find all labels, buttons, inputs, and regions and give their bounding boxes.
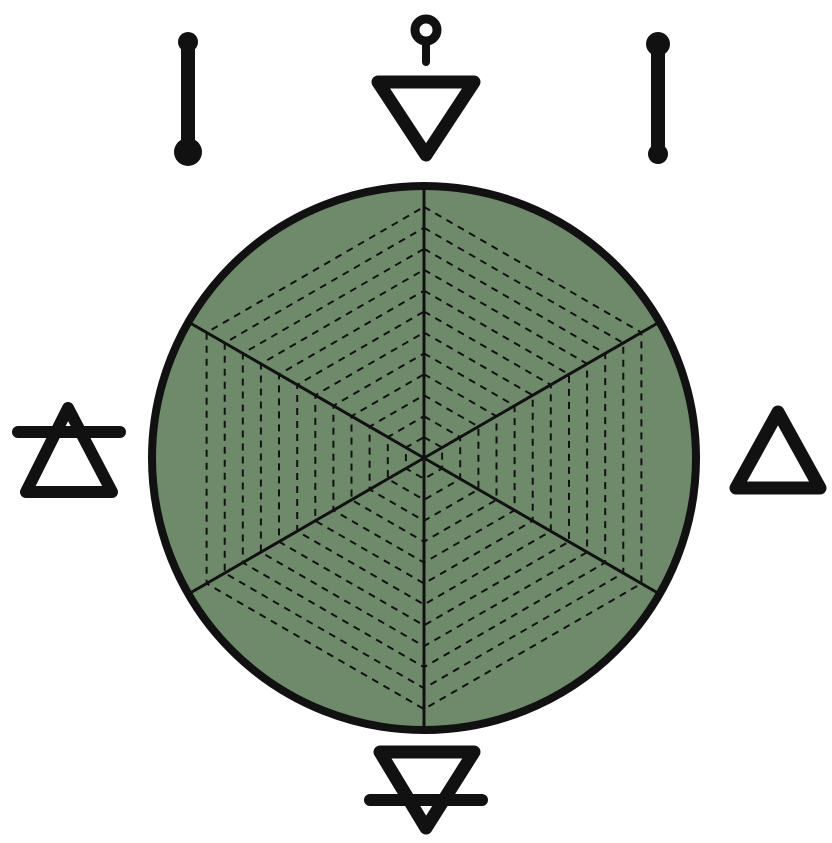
earth-triangle-icon — [370, 752, 482, 828]
vertical-bar-symbol-icon — [174, 32, 202, 166]
elements-wheel — [152, 186, 696, 730]
vertical-bar-symbol-icon — [646, 32, 670, 164]
fire-triangle-icon — [736, 412, 820, 488]
air-triangle-icon — [18, 408, 120, 492]
inverted-triangle-with-circle-icon — [378, 19, 474, 155]
